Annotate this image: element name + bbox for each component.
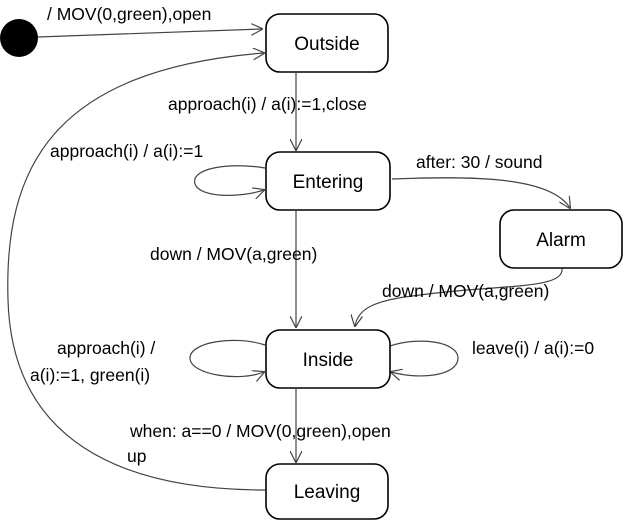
label-inside-to-leaving-line1: when: a==0 / MOV(0,green),open [129, 421, 391, 441]
label-initial-transition: / MOV(0,green),open [47, 4, 211, 24]
state-entering: Entering [265, 151, 391, 211]
label-inside-self-left-line1: approach(i) / [57, 338, 155, 358]
state-leaving-label: Leaving [294, 482, 361, 503]
edge-inside-self-loop-left [189, 339, 265, 376]
state-alarm: Alarm [499, 209, 623, 269]
state-outside-label: Outside [294, 34, 359, 55]
state-alarm-label: Alarm [536, 230, 586, 251]
edge-inside-self-loop-right [390, 340, 459, 376]
edge-leaving-to-outside [7, 53, 265, 491]
edge-initial-to-outside [37, 29, 262, 38]
state-leaving: Leaving [265, 463, 389, 520]
edge-alarm-to-inside [355, 267, 563, 326]
state-inside: Inside [265, 329, 391, 389]
state-inside-label: Inside [303, 350, 354, 371]
label-inside-self-left-line2: a(i):=1, green(i) [30, 365, 150, 385]
label-inside-to-leaving-line2: up [127, 446, 146, 466]
state-outside: Outside [265, 13, 389, 73]
label-entering-to-alarm: after: 30 / sound [416, 152, 542, 172]
label-entering-self-loop: approach(i) / a(i):=1 [50, 141, 203, 161]
edge-entering-self-loop [194, 165, 265, 196]
label-alarm-to-inside: down / MOV(a,green) [382, 281, 549, 301]
label-inside-self-right: leave(i) / a(i):=0 [472, 338, 594, 358]
label-entering-to-inside: down / MOV(a,green) [150, 244, 317, 264]
label-outside-to-entering: approach(i) / a(i):=1,close [168, 94, 367, 114]
edge-entering-to-alarm [391, 177, 570, 208]
state-entering-label: Entering [293, 172, 364, 193]
initial-state-node [0, 19, 38, 57]
